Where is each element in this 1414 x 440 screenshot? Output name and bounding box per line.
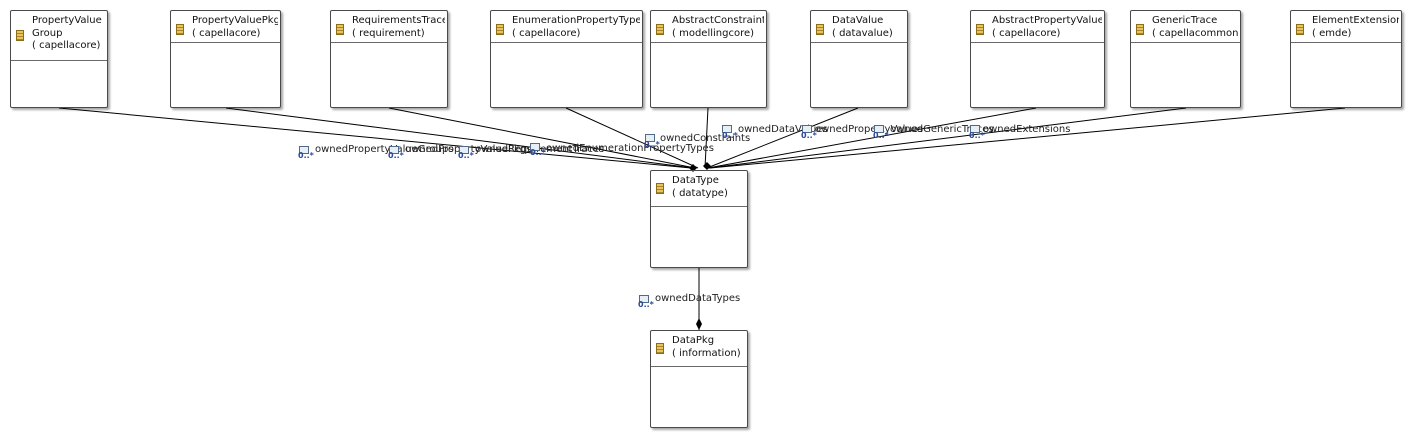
edge-owned-property-value-pkgs[interactable] bbox=[225, 107, 694, 169]
edge-label[interactable]: ownedPropertyValues bbox=[815, 124, 924, 135]
association-icon bbox=[459, 146, 469, 154]
class-package: ( modellingcore) bbox=[672, 27, 755, 39]
edge-owned-enumeration-property-types[interactable] bbox=[565, 107, 699, 169]
class-icon bbox=[816, 24, 824, 35]
class-package: ( capellacommon) bbox=[1152, 27, 1238, 39]
class-package: ( capellacore) bbox=[32, 40, 101, 51]
class-enumeration-property-type[interactable]: EnumerationPropertyType ( capellacore) bbox=[490, 10, 643, 108]
class-icon bbox=[496, 24, 504, 35]
multiplicity: 0..* bbox=[388, 151, 404, 160]
edge-label[interactable]: ownedExtensions bbox=[983, 124, 1071, 135]
class-package: ( emde) bbox=[1312, 27, 1352, 39]
edge-label[interactable]: ownedPropertyValueGroups bbox=[315, 144, 454, 155]
multiplicity: 0..* bbox=[458, 151, 474, 160]
class-name: ElementExtension bbox=[1312, 15, 1399, 26]
class-name: PropertyValuePkg bbox=[192, 15, 278, 26]
class-name: DataValue bbox=[832, 15, 884, 26]
edge-label[interactable]: ownedEnumerationPropertyTypes bbox=[546, 143, 714, 154]
class-icon bbox=[336, 24, 344, 35]
edge-owned-property-value-groups[interactable] bbox=[58, 107, 692, 169]
class-name: DataType bbox=[672, 175, 719, 186]
class-icon bbox=[16, 30, 24, 41]
class-property-value-pkg[interactable]: PropertyValuePkg ( capellacore) bbox=[170, 10, 281, 108]
class-package: ( requirement) bbox=[352, 27, 425, 39]
edge-label[interactable]: ownedConstraints bbox=[660, 133, 751, 144]
edge-owned-extensions[interactable] bbox=[709, 107, 1346, 169]
class-data-value[interactable]: DataValue ( datavalue) bbox=[810, 10, 908, 108]
multiplicity: 0..* bbox=[638, 300, 654, 309]
multiplicity: 0..* bbox=[644, 140, 660, 149]
class-icon bbox=[1136, 24, 1144, 35]
edge-owned-data-values[interactable] bbox=[706, 107, 859, 169]
class-name: AbstractPropertyValue bbox=[992, 15, 1102, 26]
multiplicity: 0..* bbox=[873, 131, 889, 140]
class-name: RequirementsTrace bbox=[352, 15, 445, 26]
class-name: GenericTrace bbox=[1152, 15, 1218, 26]
association-icon bbox=[802, 125, 812, 133]
association-icon bbox=[874, 125, 884, 133]
association-icon bbox=[389, 146, 399, 154]
class-name: DataPkg bbox=[672, 335, 715, 346]
class-data-type[interactable]: DataType ( datatype) bbox=[650, 170, 748, 268]
class-abstract-property-value[interactable]: AbstractPropertyValue ( capellacore) bbox=[970, 10, 1105, 108]
class-package: ( datatype) bbox=[672, 187, 728, 199]
edge-owned-constraints[interactable] bbox=[704, 107, 709, 169]
class-package: ( datavalue) bbox=[832, 27, 893, 39]
class-icon bbox=[976, 24, 984, 35]
class-package: ( capellacore) bbox=[192, 27, 261, 39]
class-icon bbox=[656, 183, 664, 194]
multiplicity: 0..* bbox=[298, 151, 314, 160]
class-generic-trace[interactable]: GenericTrace ( capellacommon) bbox=[1130, 10, 1241, 108]
association-icon bbox=[722, 125, 732, 133]
association-icon bbox=[970, 125, 980, 133]
class-package: ( capellacore) bbox=[992, 27, 1061, 39]
multiplicity: 0..* bbox=[722, 131, 738, 140]
class-icon bbox=[176, 24, 184, 35]
class-requirements-trace[interactable]: RequirementsTrace ( requirement) bbox=[330, 10, 448, 108]
edge-label[interactable]: ownedDataValues bbox=[738, 124, 828, 135]
edge-owned-generic-traces[interactable] bbox=[708, 107, 1187, 169]
class-package: ( capellacore) bbox=[512, 27, 581, 39]
composition-diamond-icon bbox=[703, 162, 711, 170]
multiplicity: 0..* bbox=[801, 131, 817, 140]
class-abstract-constraint[interactable]: AbstractConstraint ( modellingcore) bbox=[650, 10, 767, 108]
class-element-extension[interactable]: ElementExtension ( emde) bbox=[1290, 10, 1402, 108]
association-icon bbox=[299, 146, 309, 154]
edge-label[interactable]: ownedGenericTraces bbox=[890, 124, 994, 135]
multiplicity: 0..* bbox=[530, 148, 546, 157]
association-icon bbox=[639, 295, 649, 303]
class-package: ( information) bbox=[672, 347, 741, 359]
edge-owned-property-values[interactable] bbox=[707, 107, 1037, 169]
composition-diamond-icon bbox=[696, 318, 702, 330]
association-icon bbox=[530, 143, 540, 151]
class-icon bbox=[656, 24, 664, 35]
multiplicity: 0..* bbox=[969, 131, 985, 140]
class-name: AbstractConstraint bbox=[672, 15, 764, 26]
class-data-pkg[interactable]: DataPkg ( information) bbox=[650, 330, 748, 428]
edge-label[interactable]: ownedDataTypes bbox=[655, 293, 741, 304]
class-property-value-group[interactable]: PropertyValue Group ( capellacore) bbox=[10, 10, 108, 108]
edge-owned-requirement-traces[interactable] bbox=[388, 107, 696, 169]
class-name: PropertyValue Group bbox=[32, 15, 102, 39]
class-icon bbox=[1296, 24, 1304, 35]
class-name: EnumerationPropertyType bbox=[512, 15, 640, 26]
association-icon bbox=[645, 134, 655, 142]
class-icon bbox=[656, 343, 664, 354]
